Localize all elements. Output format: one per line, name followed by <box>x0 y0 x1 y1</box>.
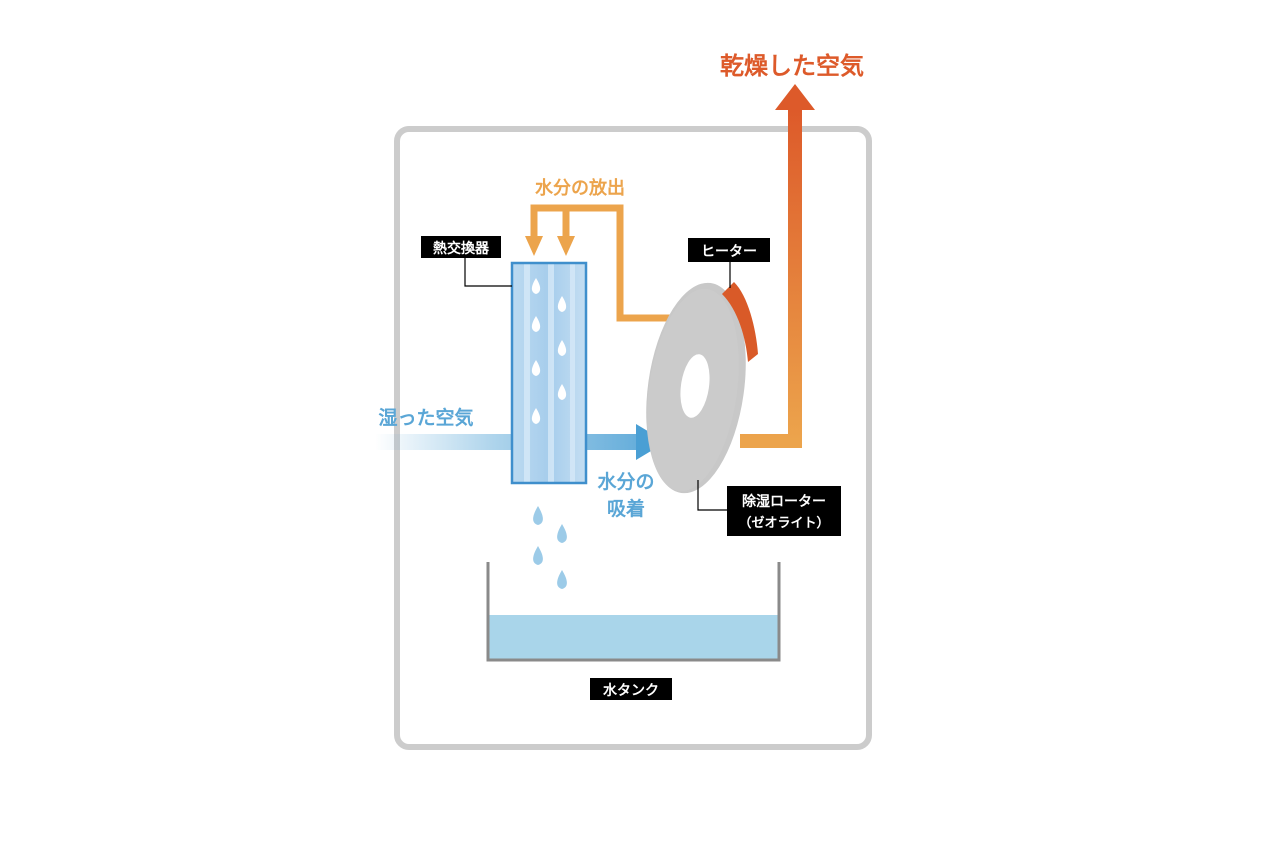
rotor-label-2: （ゼオライト） <box>738 515 829 531</box>
heat-exchanger <box>510 261 588 485</box>
desiccant-rotor <box>646 282 746 494</box>
release-arrowhead-right <box>557 236 575 256</box>
rotor-leader <box>697 480 728 511</box>
rotor-label-1: 除湿ローター <box>742 493 826 510</box>
moisture-release-label: 水分の放出 <box>535 177 625 199</box>
heat-exchanger-label: 熱交換器 <box>433 240 490 257</box>
heat-exchanger-leader <box>464 254 512 287</box>
humid-air-flow <box>375 434 640 450</box>
release-arrowhead-left <box>525 236 543 256</box>
water-tank-label: 水タンク <box>603 682 659 699</box>
falling-water-drops <box>533 506 567 589</box>
water-tank <box>486 562 781 662</box>
heater <box>722 282 758 362</box>
dry-air-label: 乾燥した空気 <box>720 52 864 80</box>
moisture-adsorption-label-1: 水分の <box>597 471 654 493</box>
humid-air-label: 湿った空気 <box>378 406 473 429</box>
dry-air-arrowhead <box>775 84 815 110</box>
water-tank-tag: 水タンク <box>590 678 672 700</box>
moisture-release-pipe <box>530 204 692 322</box>
dry-air-flow <box>740 110 802 448</box>
moisture-adsorption-label-2: 吸着 <box>607 497 645 520</box>
heater-label: ヒーター <box>701 244 757 260</box>
heater-tag: ヒーター <box>688 238 770 262</box>
heat-exchanger-tag: 熱交換器 <box>421 236 501 258</box>
rotor-tag: 除湿ローター （ゼオライト） <box>727 486 841 536</box>
